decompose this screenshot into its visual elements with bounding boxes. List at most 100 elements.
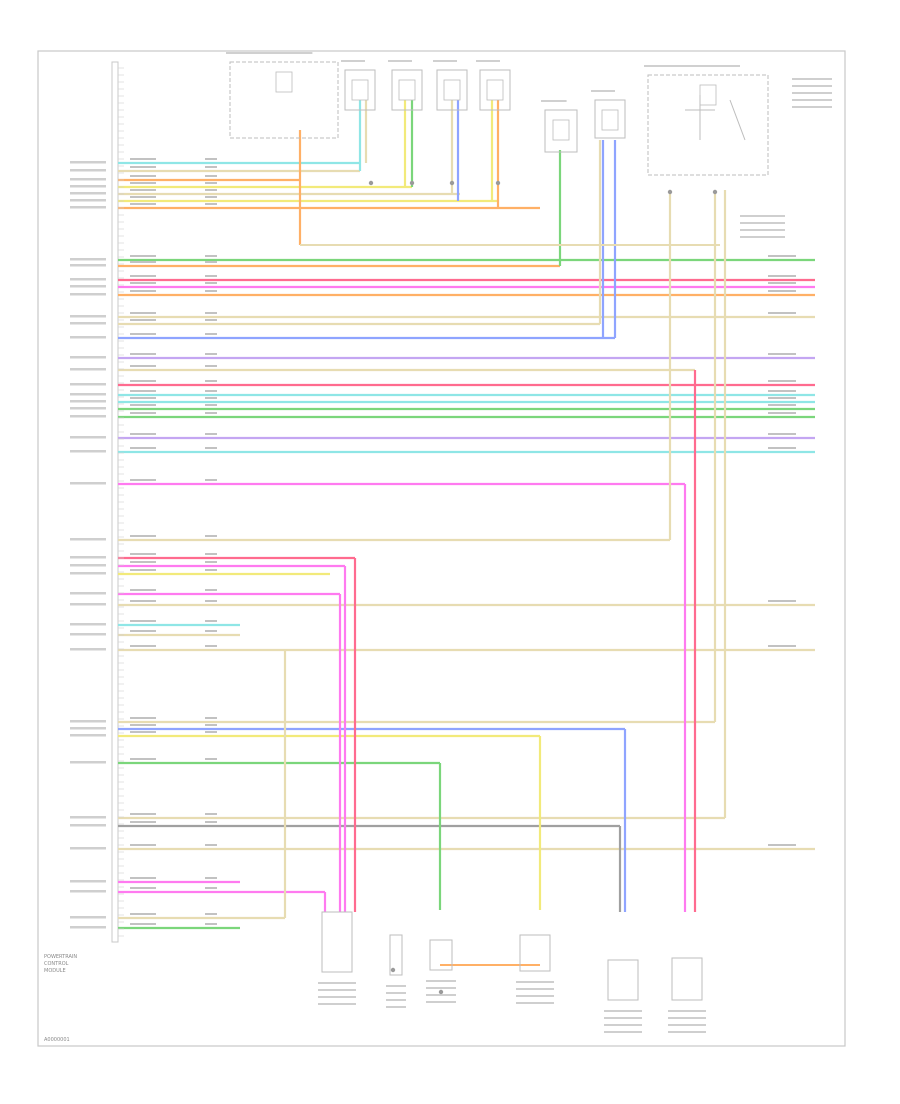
wire-color-label [130, 203, 156, 205]
pcm-label-line: POWERTRAIN [44, 954, 77, 960]
component-label [516, 981, 554, 983]
circuit-number-label [205, 821, 217, 823]
circuit-number-label [205, 290, 217, 292]
component-label [318, 1003, 356, 1005]
pin-label [70, 603, 106, 606]
annotation-line [740, 215, 785, 217]
wire-color-label [130, 813, 156, 815]
connector-dot [495, 180, 501, 186]
wire-color-label [130, 923, 156, 925]
component-element [486, 79, 504, 101]
circuit-number-label [205, 877, 217, 879]
component-label [386, 992, 406, 994]
pin-label [70, 285, 106, 288]
pin-label [70, 199, 106, 202]
wire-right-label [768, 397, 796, 399]
circuit-number-label [205, 412, 217, 414]
wire-color-label [130, 479, 156, 481]
wire-color-label [130, 433, 156, 435]
pin-label [70, 336, 106, 339]
component-label [386, 1006, 406, 1008]
wire-color-label [130, 561, 156, 563]
top-component [647, 74, 769, 176]
circuit-number-label [205, 553, 217, 555]
pin-label [70, 161, 106, 164]
circuit-number-label [205, 569, 217, 571]
circuit-number-label [205, 275, 217, 277]
component-label [386, 999, 406, 1001]
annotation-line [792, 85, 832, 87]
pcm-label-line: MODULE [44, 968, 66, 974]
wire-color-label [130, 255, 156, 257]
pin-label [70, 206, 106, 209]
circuit-number-label [205, 182, 217, 184]
wire-color-label [130, 717, 156, 719]
bottom-component [429, 939, 453, 971]
wire-color-label [130, 600, 156, 602]
wire-color-label [130, 353, 156, 355]
annotation-line [740, 229, 785, 231]
component-element [699, 84, 717, 106]
top-component [594, 99, 626, 139]
circuit-number-label [205, 600, 217, 602]
wire-right-label [768, 433, 796, 435]
circuit-number-label [205, 561, 217, 563]
circuit-number-label [205, 535, 217, 537]
wire-color-label [130, 333, 156, 335]
pin-label [70, 572, 106, 575]
pin-label [70, 192, 106, 195]
pin-label [70, 890, 106, 893]
component-label [541, 100, 567, 102]
component-element [443, 79, 461, 101]
wire-color-label [130, 447, 156, 449]
circuit-number-label [205, 255, 217, 257]
component-label [226, 52, 313, 54]
wire-color-label [130, 569, 156, 571]
pin-label [70, 556, 106, 559]
wire-color-label [130, 380, 156, 382]
wire-right-label [768, 390, 796, 392]
wire-right-label [768, 600, 796, 602]
top-component [391, 69, 423, 111]
wire-color-label [130, 312, 156, 314]
pin-label [70, 734, 106, 737]
top-component [229, 61, 339, 139]
component-label [604, 1017, 642, 1019]
circuit-number-label [205, 913, 217, 915]
annotation-line [740, 222, 785, 224]
bottom-component [671, 957, 703, 1001]
pin-label [70, 407, 106, 410]
component-label [318, 996, 356, 998]
wire-color-label [130, 913, 156, 915]
pin-label [70, 761, 106, 764]
pin-label [70, 450, 106, 453]
wire-color-label [130, 319, 156, 321]
component-label [516, 988, 554, 990]
wire-color-label [130, 290, 156, 292]
wire-color-label [130, 887, 156, 889]
wire-color-label [130, 821, 156, 823]
pin-label [70, 383, 106, 386]
circuit-number-label [205, 589, 217, 591]
circuit-number-label [205, 397, 217, 399]
component-label [476, 60, 500, 62]
circuit-number-label [205, 717, 217, 719]
pin-label [70, 178, 106, 181]
pin-label [70, 916, 106, 919]
circuit-number-label [205, 365, 217, 367]
pin-label [70, 880, 106, 883]
connector-dot [712, 189, 718, 195]
wire-right-label [768, 290, 796, 292]
wire-color-label [130, 620, 156, 622]
pin-label [70, 592, 106, 595]
pin-label [70, 258, 106, 261]
wire-right-label [768, 404, 796, 406]
wire-color-label [130, 412, 156, 414]
component-label [604, 1010, 642, 1012]
diagram-border [37, 50, 846, 1047]
bottom-component [607, 959, 639, 1001]
connector-dot [390, 967, 396, 973]
circuit-number-label [205, 319, 217, 321]
